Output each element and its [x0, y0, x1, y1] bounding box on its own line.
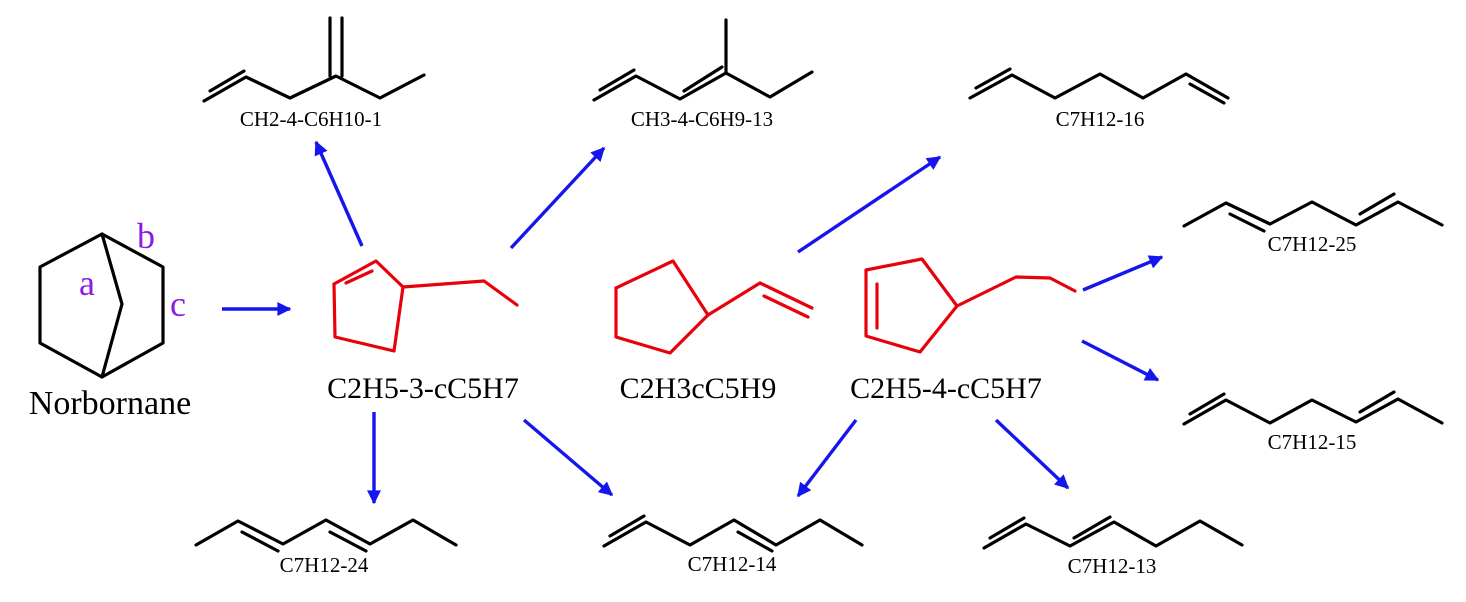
c7h12-15-double-5	[1358, 390, 1396, 414]
c7h12-25-double-2	[1228, 212, 1266, 233]
c7h12-13-double-3	[1072, 515, 1112, 540]
c7h12-15-double-1	[1188, 392, 1226, 416]
c2h3cc5h9-vinyl-double-b	[762, 294, 810, 319]
ch3-4-c6h9-13-double-3	[682, 65, 724, 93]
c7h12-25-double-5	[1358, 192, 1396, 216]
c2h5-3-cc5h7-ring	[332, 259, 405, 353]
reaction-arrows	[222, 140, 1164, 505]
c2h5-3-cc5h7-structure	[332, 259, 519, 353]
c7h12-24-chain	[194, 518, 458, 547]
c7h12-25-label: C7H12-25	[1268, 232, 1357, 256]
norbornane-bridge	[100, 232, 124, 379]
c7h12-16-double-6	[1188, 82, 1226, 105]
c7h12-15-chain	[1182, 397, 1444, 426]
ch3-4-c6h9-13-label: CH3-4-C6H9-13	[631, 107, 773, 131]
arrow-c2h5-4-to-c7h12-14	[796, 418, 858, 498]
c7h12-13-double-1	[988, 516, 1026, 540]
c2h3cc5h9-vinyl-double-a	[758, 281, 814, 310]
c2h3cc5h9-vinyl-single	[706, 281, 762, 317]
c7h12-24-structure	[194, 518, 458, 553]
c7h12-14-label: C7H12-14	[688, 552, 777, 576]
ch2-4-c6h10-1-chain	[202, 73, 426, 103]
bond-label-b: b	[137, 216, 155, 256]
c7h12-16-double-1	[974, 67, 1012, 90]
c2h5-4-cc5h7-ring	[864, 257, 959, 354]
c7h12-16-structure	[968, 67, 1230, 105]
c7h12-14-structure	[602, 514, 864, 553]
c2h5-3-cc5h7-label: C2H5-3-cC5H7	[327, 372, 519, 405]
c2h3cc5h9-structure	[614, 259, 814, 355]
c7h12-16-label: C7H12-16	[1056, 107, 1145, 131]
ch2-4-c6h10-1-structure	[202, 16, 426, 103]
arrow-to-c7h12-16	[797, 155, 942, 254]
ch2-4-c6h10-1-label: CH2-4-C6H10-1	[240, 107, 382, 131]
c2h3cc5h9-label: C2H3cC5H9	[620, 372, 777, 405]
arrow-to-ch3-4-c6h9-13	[509, 146, 606, 250]
c7h12-25-structure	[1182, 192, 1444, 233]
c2h5-4-cc5h7-structure	[864, 257, 1077, 354]
c2h5-4-cc5h7-label: C2H5-4-cC5H7	[850, 372, 1042, 405]
ch3-4-c6h9-13-double-1	[598, 68, 636, 92]
bond-label-c: c	[170, 284, 186, 324]
ch3-4-c6h9-13-chain	[592, 70, 814, 102]
c7h12-24-double-2	[240, 530, 280, 553]
arrow-to-c7h12-25	[1082, 255, 1164, 292]
c7h12-25-chain	[1182, 200, 1444, 228]
c2h5-3-cc5h7-double-bond	[344, 269, 374, 285]
c2h5-4-cc5h7-ethyl	[955, 275, 1077, 308]
arrow-to-ch2-4-c6h10-1	[314, 140, 364, 247]
c2h3cc5h9-ring	[614, 259, 710, 355]
arrow-to-c7h12-13	[994, 418, 1070, 490]
c2h5-3-cc5h7-ethyl	[401, 279, 519, 307]
c7h12-14-chain	[602, 518, 864, 548]
c7h12-14-double-4	[736, 530, 774, 553]
c7h12-15-structure	[1182, 390, 1444, 426]
c7h12-13-chain	[982, 519, 1244, 550]
ch2-4-c6h10-1-terminal-double	[208, 69, 246, 93]
arrow-to-c7h12-15	[1081, 339, 1160, 382]
c7h12-16-chain	[968, 72, 1230, 100]
c7h12-14-double-1	[608, 514, 646, 538]
c7h12-13-label: C7H12-13	[1068, 554, 1157, 578]
arrow-c2h5-3-to-c7h12-14	[522, 418, 614, 497]
c7h12-24-label: C7H12-24	[280, 553, 369, 577]
c7h12-13-structure	[982, 515, 1244, 550]
c7h12-24-double-4	[328, 530, 368, 553]
norbornane-label: Norbornane	[29, 385, 191, 422]
ch3-4-c6h9-13-structure	[592, 18, 814, 102]
bond-label-a: a	[79, 263, 95, 303]
c7h12-15-label: C7H12-15	[1268, 430, 1357, 454]
norbornane-structure	[38, 232, 165, 379]
